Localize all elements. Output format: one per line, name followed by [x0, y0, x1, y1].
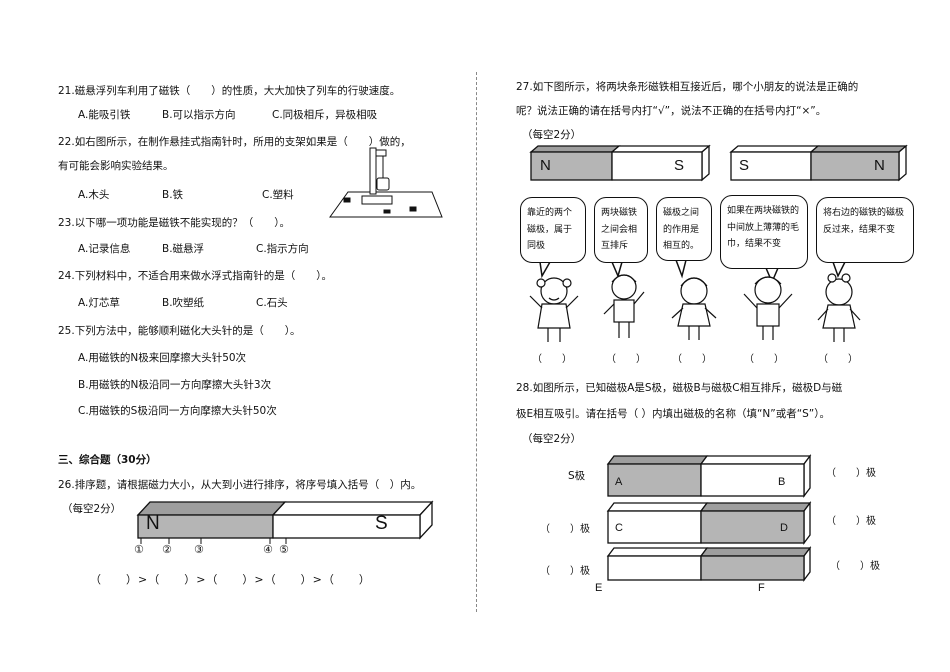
q27-magnet-left — [529, 144, 711, 182]
speech-bubble-5: 将右边的磁铁的磁极反过来，结果不变 — [816, 197, 914, 263]
compass-stand-figure — [329, 147, 443, 218]
q27-stem-line1: 27.如下图所示，将两块条形磁铁相互接近后，哪个小朋友的说法是正确的 — [516, 81, 859, 93]
q28-answer-f[interactable]: （ ）极 — [830, 561, 880, 572]
q28-answer-c[interactable]: （ ）极 — [540, 524, 590, 535]
q28-letter-d: D — [780, 522, 788, 534]
column-divider — [476, 72, 477, 612]
q26-stem: 26.排序题，请根据磁力大小，从大到小进行排序，将序号填入括号（ ）内。 — [58, 479, 422, 491]
q24-stem: 24.下列材料中，不适合用来做水浮式指南针的是（ ）。 — [58, 270, 332, 282]
q23-stem: 23.以下哪一项功能是磁铁不能实现的？（ ）。 — [58, 217, 290, 229]
q26-score: （每空2分） — [62, 503, 122, 515]
q28-letter-b: B — [778, 476, 786, 488]
q28-magnet-ef — [606, 546, 812, 582]
speech-bubble-2: 两块磁铁之间会相互排斥 — [594, 197, 648, 263]
q27-magnet1-left-pole: N — [540, 157, 551, 174]
q22-option-b: B.铁 — [162, 189, 184, 201]
q27-score: （每空2分） — [522, 129, 582, 141]
q22-option-a: A.木头 — [78, 189, 110, 201]
q27-answer-2[interactable]: （ ） — [606, 354, 646, 365]
child-figure-5 — [817, 273, 861, 342]
speech-bubble-4: 如果在两块磁铁的中间放上薄薄的毛巾，结果不变 — [720, 195, 808, 269]
q25-option-b: B.用磁铁的N极沿同一方向摩擦大头针3次 — [78, 379, 272, 391]
q28-letter-a: A — [615, 476, 623, 488]
q28-magnet-ab — [606, 454, 812, 498]
q23-option-c: C.指示方向 — [256, 243, 309, 255]
bubble-tails — [539, 259, 847, 284]
q27-answer-1[interactable]: （ ） — [532, 354, 572, 365]
q26-magnet-n: N — [146, 513, 160, 534]
q25-option-c: C.用磁铁的S极沿同一方向摩擦大头针50次 — [78, 405, 277, 417]
q23-option-b: B.磁悬浮 — [162, 243, 205, 255]
q27-magnet1-right-pole: S — [674, 157, 685, 174]
q22-stem-line1: 22.如右图所示，在制作悬挂式指南针时，所用的支架如果是（ ）做的， — [58, 136, 411, 148]
q21-option-c: C.同极相斥，异极相吸 — [272, 109, 378, 121]
q26-marker-lines — [140, 538, 287, 544]
q27-magnet2-right-pole: N — [874, 157, 885, 174]
q25-option-a: A.用磁铁的N极来回摩擦大头针50次 — [78, 352, 247, 364]
q26-marker-5: ⑤ — [279, 543, 289, 556]
q22-stem-line2: 有可能会影响实验结果。 — [58, 160, 174, 172]
q28-letter-f: F — [758, 582, 765, 594]
child-figure-3 — [671, 277, 717, 340]
q28-answer-d[interactable]: （ ）极 — [826, 516, 876, 527]
q26-marker-2: ② — [162, 543, 172, 556]
q28-given-pole-a: S极 — [568, 470, 586, 482]
q26-marker-4: ④ — [263, 543, 273, 556]
q27-magnet-right — [729, 144, 908, 182]
q28-answer-b[interactable]: （ ）极 — [826, 468, 876, 479]
q24-option-c: C.石头 — [256, 297, 288, 309]
q23-option-a: A.记录信息 — [78, 243, 131, 255]
q22-option-c: C.塑料 — [262, 189, 294, 201]
q27-magnet2-left-pole: S — [739, 157, 750, 174]
section-3-heading: 三、综合题（30分） — [58, 454, 157, 466]
q27-stem-line2: 呢？说法正确的请在括号内打“√”，说法不正确的在括号内打“×”。 — [516, 105, 827, 117]
q27-answer-3[interactable]: （ ） — [672, 354, 712, 365]
q26-marker-1: ① — [134, 543, 144, 556]
q21-option-b: B.可以指示方向 — [162, 109, 236, 121]
q26-answer-line[interactable]: （ ）>（ ）>（ ）>（ ）>（ ） — [90, 573, 371, 586]
q25-stem: 25.下列方法中，能够顺利磁化大头针的是（ ）。 — [58, 325, 301, 337]
q28-letter-e: E — [595, 582, 603, 594]
speech-bubble-3: 磁极之间的作用是相互的。 — [656, 197, 712, 261]
q26-bar-magnet — [136, 500, 434, 540]
q26-marker-3: ③ — [194, 543, 204, 556]
q28-score: （每空2分） — [522, 433, 582, 445]
q24-option-b: B.吹塑纸 — [162, 297, 205, 309]
q26-magnet-s: S — [375, 513, 388, 534]
child-figure-4 — [743, 276, 793, 340]
q28-answer-e[interactable]: （ ）极 — [540, 566, 590, 577]
q27-answer-4[interactable]: （ ） — [744, 354, 784, 365]
speech-bubble-1: 靠近的两个磁极，属于同极 — [520, 197, 586, 263]
q28-letter-c: C — [615, 522, 623, 534]
q27-answer-5[interactable]: （ ） — [818, 354, 858, 365]
q21-stem: 21.磁悬浮列车利用了磁铁（ ）的性质，大大加快了列车的行驶速度。 — [58, 85, 401, 97]
child-figure-2 — [603, 274, 645, 338]
q24-option-a: A.灯芯草 — [78, 297, 120, 309]
q28-magnet-cd — [606, 501, 812, 545]
q28-stem-line1: 28.如图所示，已知磁极A是S极，磁极B与磁极C相互排斥，磁极D与磁 — [516, 382, 843, 394]
child-figure-1 — [529, 277, 579, 342]
q21-option-a: A.能吸引铁 — [78, 109, 131, 121]
q28-stem-line2: 极E相互吸引。请在括号（ ）内填出磁极的名称（填“N”或者“S”）。 — [516, 408, 830, 420]
